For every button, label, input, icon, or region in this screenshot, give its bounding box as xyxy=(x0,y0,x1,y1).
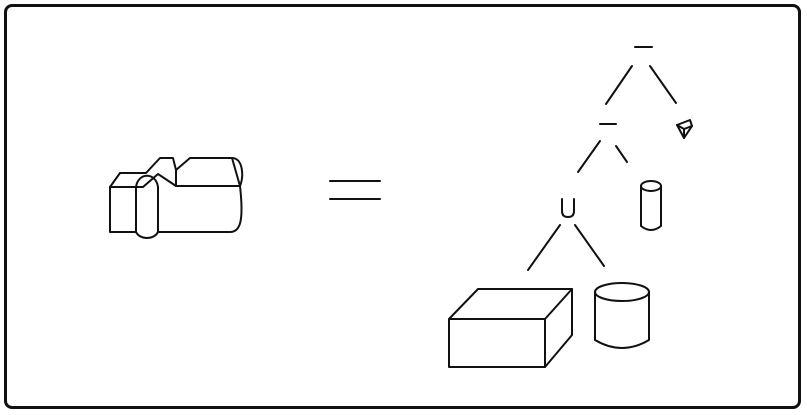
edge-union-left xyxy=(527,224,561,271)
tree-edges xyxy=(527,65,677,271)
edge-diff-left xyxy=(577,140,601,173)
diagram-frame xyxy=(4,4,801,409)
edge-diff-right xyxy=(615,145,628,163)
edge-root-left xyxy=(605,65,633,105)
edge-union-right xyxy=(574,224,605,267)
equals-sign xyxy=(329,180,381,200)
large-cylinder-primitive xyxy=(594,282,650,349)
wedge-primitive xyxy=(676,119,693,139)
edge-root-right xyxy=(649,65,677,104)
small-cylinder-primitive xyxy=(640,180,662,231)
union-operator xyxy=(561,198,575,218)
result-solid-shape xyxy=(109,157,244,239)
tree-operators xyxy=(561,46,653,218)
box-primitive xyxy=(448,288,573,368)
